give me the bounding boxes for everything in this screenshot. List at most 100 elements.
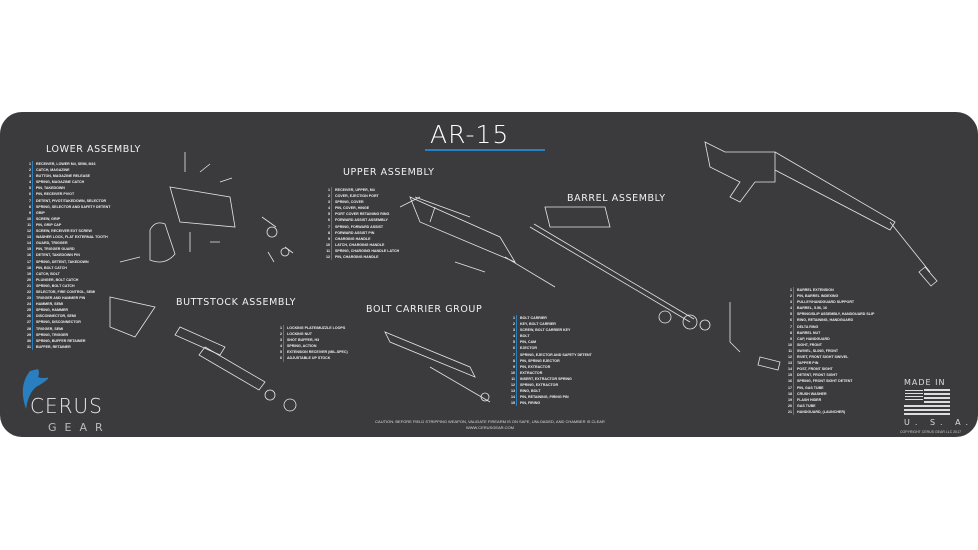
part-name: ADJUSTABLE UP STOCK [287, 356, 331, 361]
part-number: 1 [280, 326, 282, 330]
part-name: SPRING, TRIGGER [36, 332, 69, 337]
part-number: 18 [27, 265, 31, 270]
upper-assembly-heading: UPPER ASSEMBLY [343, 167, 435, 178]
part-number: 6 [29, 192, 31, 197]
part-number: 9 [513, 364, 515, 369]
part-name: RECEIVER, UPPER, M4 [335, 188, 375, 192]
part-name: BARREL, 5.56, 16 [797, 306, 827, 311]
part-name: SHOT BUFFER, H3 [287, 338, 320, 343]
part-name: DETENT, TAKEDOWN PIN [36, 253, 80, 258]
part-number: 11 [27, 222, 31, 227]
part-name: TAPPER PIN [797, 361, 819, 366]
part-number: 20 [27, 277, 31, 282]
made-in-label: MADE IN [904, 378, 946, 387]
part-name: EXTENSION RECEIVER (MIL-SPEC) [287, 350, 348, 355]
part-number: 26 [27, 314, 31, 319]
part-number: 8 [29, 204, 31, 209]
part-name: SIGHT, FRONT [797, 342, 822, 347]
part-name: SPRING, EJECTOR AND SAFETY DETENT [520, 352, 592, 357]
part-name: PULLEY/HANDGUARD SUPPORT [797, 300, 855, 305]
part-number: 9 [328, 236, 330, 241]
part-number: 13 [27, 235, 31, 240]
part-number: 2 [513, 322, 515, 327]
part-name: SPRING, CHARGING HANDLE LATCH [335, 248, 400, 253]
part-number: 1 [29, 162, 31, 166]
upper-receiver-drawing [399, 196, 556, 288]
website-link: WWW.CERUSGEAR.COM [466, 425, 514, 430]
part-number: 10 [511, 370, 515, 375]
part-number: 11 [788, 348, 792, 353]
part-name: FLASH HIDER [797, 397, 822, 402]
copyright-text: COPYRIGHT CERUS GEAR LLC 2017 [900, 430, 962, 434]
bolt-carrier-group-heading: BOLT CARRIER GROUP [366, 304, 483, 315]
part-number: 8 [513, 358, 515, 363]
part-number: 4 [328, 206, 330, 211]
buttstock-assembly-heading: BUTTSTOCK ASSEMBLY [176, 297, 297, 308]
part-name: COVER, EJECTION PORT [335, 194, 379, 199]
part-number: 8 [328, 230, 330, 235]
part-name: CHARGING HANDLE [335, 236, 371, 241]
part-number: 3 [29, 174, 31, 179]
part-name: PIN, GRIP CAP [36, 222, 62, 227]
part-name: SPRING, DETENT, TAKEDOWN [36, 259, 89, 264]
caution-line: CAUTION: BEFORE FIELD STRIPPING WEAPON, … [375, 419, 605, 424]
part-name: SCREW, RECEIVER EXT SCREW [36, 229, 92, 234]
part-number: 5 [790, 312, 792, 317]
part-name: GUARD, TRIGGER [36, 241, 68, 246]
exploded-diagrams [109, 141, 938, 412]
part-number: 21 [27, 283, 31, 288]
part-number: 5 [513, 340, 515, 345]
part-name: SPRING, FORWARD ASSIST [335, 224, 384, 229]
part-name: LATCH, CHARGING HANDLE [335, 242, 385, 247]
part-number: 14 [27, 241, 31, 246]
part-number: 19 [27, 271, 31, 276]
part-number: 16 [788, 379, 792, 384]
part-number: 7 [790, 324, 792, 329]
part-number: 25 [27, 308, 31, 313]
part-number: 10 [788, 342, 792, 347]
barrel-assembly-heading: BARREL ASSEMBLY [567, 193, 666, 204]
part-number: 6 [280, 356, 282, 361]
part-name: PIN, CHARGING HANDLE [335, 255, 379, 260]
caution-text: CAUTION: BEFORE FIELD STRIPPING WEAPON, … [345, 419, 635, 431]
part-name: PIN, SPRING EJECTOR [520, 358, 560, 363]
part-number: 29 [27, 332, 31, 337]
brand-logo-sub: GEAR [48, 421, 111, 434]
part-number: 19 [788, 397, 792, 402]
part-name: HANDGUARD, (LAUNCHER) [797, 409, 846, 414]
part-name: PIN, GAS TUBE [797, 385, 824, 390]
part-name: TRIGGER, SEMI [36, 326, 64, 331]
